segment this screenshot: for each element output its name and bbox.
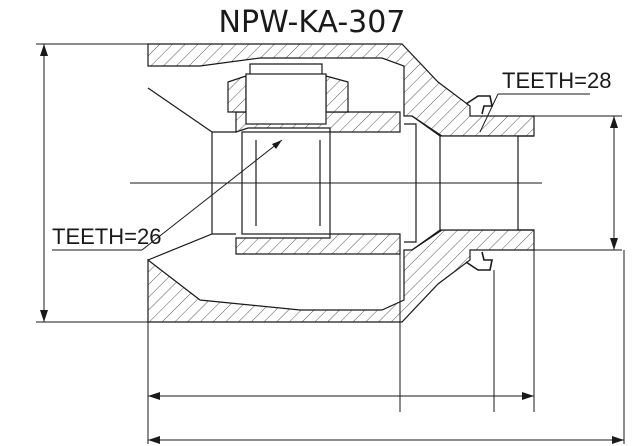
teeth-outer-callout: TEETH=28 [479, 68, 611, 133]
teeth-inner-callout: TEETH=26 [52, 139, 283, 251]
teeth-outer-label: TEETH=28 [502, 68, 611, 93]
ball-cage [241, 63, 331, 235]
teeth-inner-label: TEETH=26 [52, 224, 161, 249]
dim-extension-lines [147, 250, 625, 444]
dim-overall-diameter [36, 43, 148, 323]
dim-length-inner [148, 392, 534, 400]
seal-ring-upper [465, 95, 493, 115]
dim-output-diameter [534, 115, 622, 251]
part-number-title: NPW-KA-307 [219, 5, 406, 40]
dim-length-overall [148, 436, 624, 444]
seal-ring-lower [465, 251, 493, 271]
